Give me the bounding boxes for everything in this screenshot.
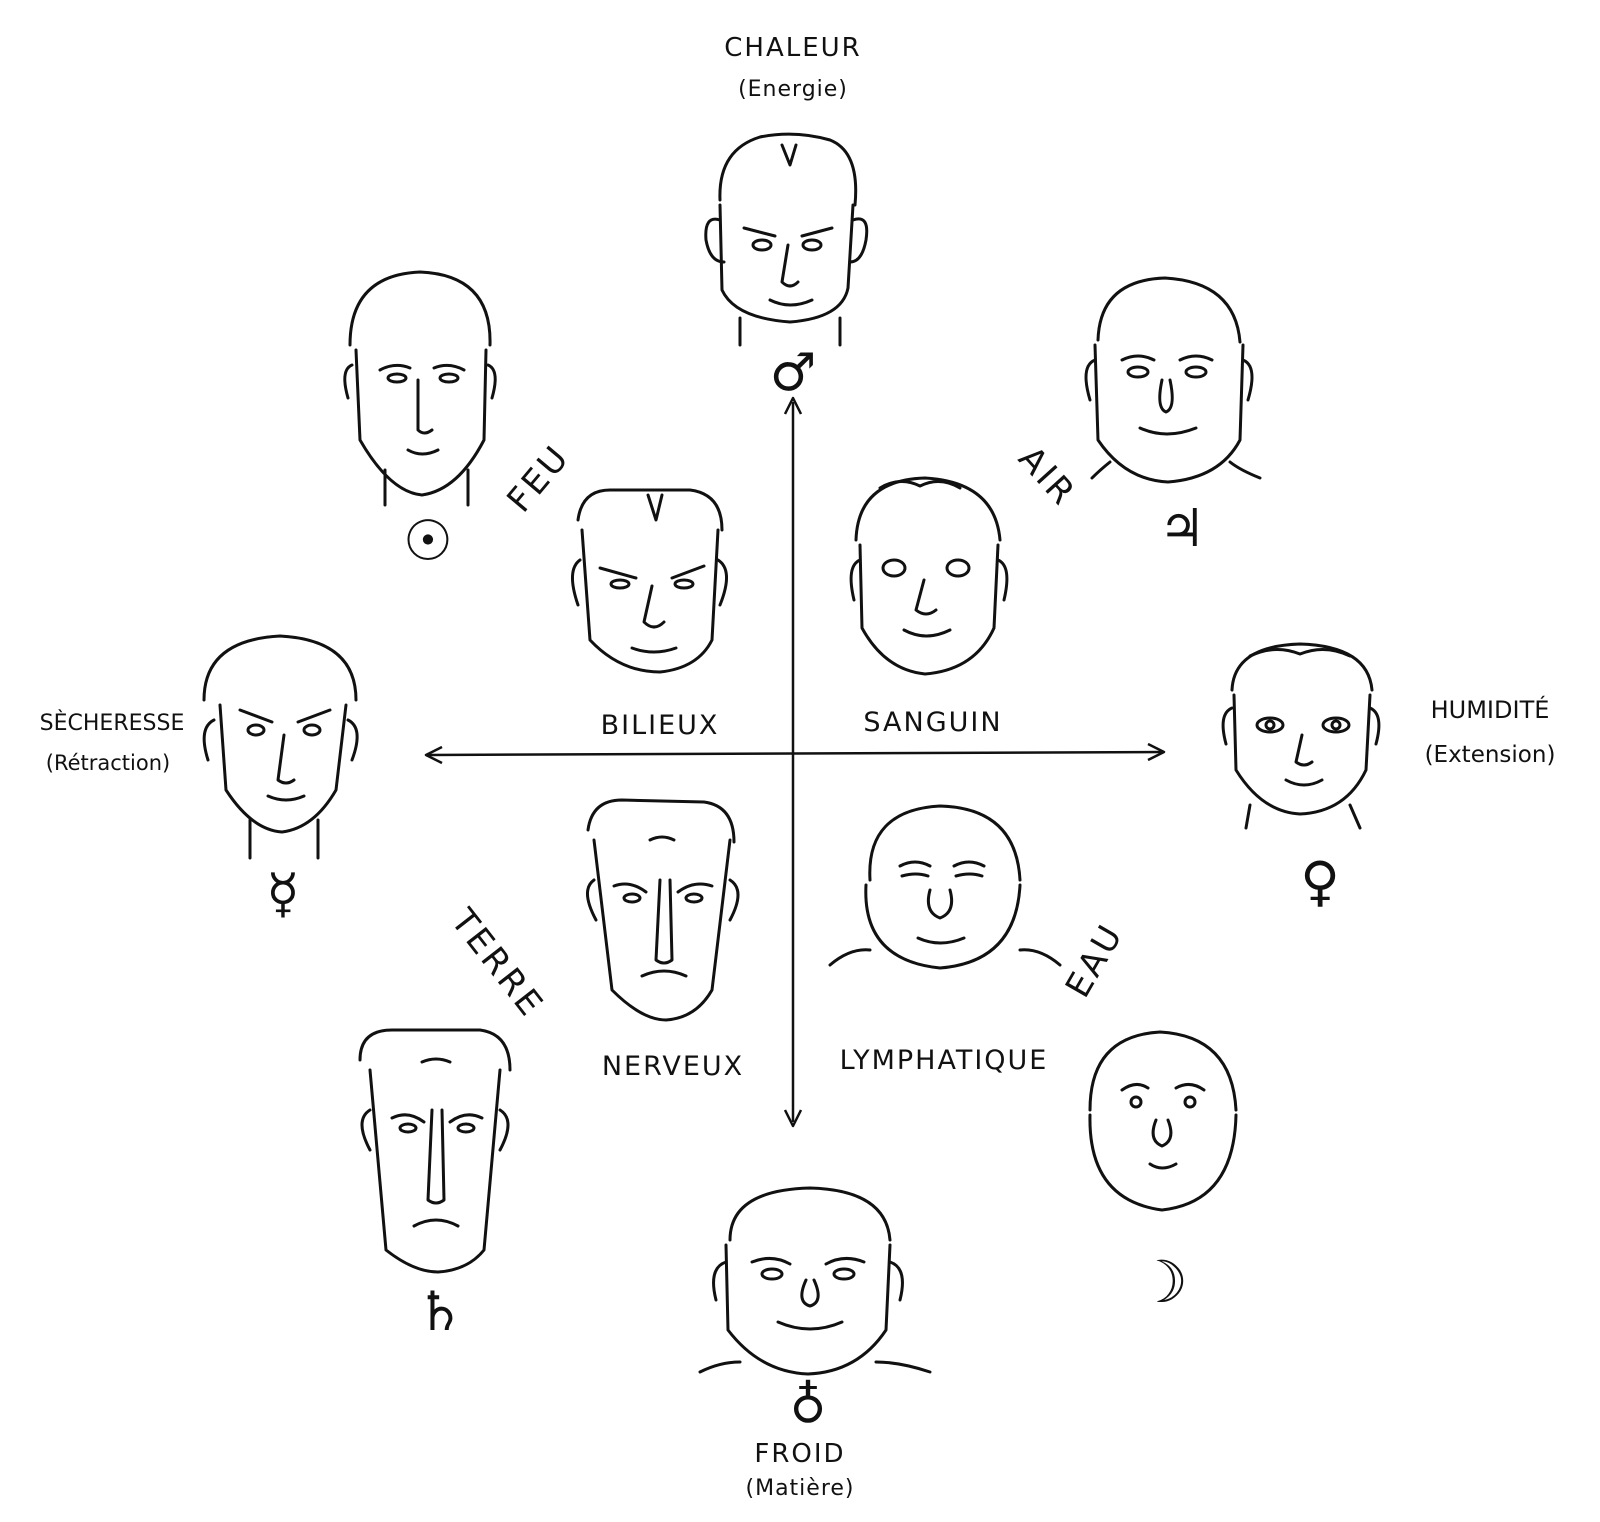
face-feu <box>343 270 497 507</box>
face-air <box>1084 276 1262 484</box>
pole-left-label: SÈCHERESSE <box>40 710 185 736</box>
temperament-sanguin-label: SANGUIN <box>863 707 1002 738</box>
temperament-nerveux-label: NERVEUX <box>602 1051 744 1082</box>
horizontal-axis <box>424 742 1166 765</box>
element-eau-label: EAU <box>1058 916 1132 1004</box>
temperament-bilieux-label: BILIEUX <box>601 710 720 741</box>
saturn-symbol: ♄ <box>416 1280 464 1343</box>
moon-symbol: ☽ <box>1136 1248 1188 1316</box>
face-eau <box>1088 1030 1238 1212</box>
venus-symbol: ♀ <box>1300 850 1340 913</box>
mars-symbol: ♂ <box>770 343 817 403</box>
pole-top-label: CHALEUR <box>724 33 862 63</box>
pole-bottom-label: FROID <box>754 1439 845 1469</box>
element-feu-label: FEU <box>499 437 578 520</box>
pole-right-label: HUMIDITÉ <box>1431 695 1550 724</box>
face-secheresse <box>202 634 359 860</box>
element-terre-label: TERRE <box>442 901 552 1026</box>
face-humidite <box>1221 642 1381 830</box>
face-froid <box>698 1186 932 1376</box>
face-lymphatique <box>828 804 1062 970</box>
mercury-symbol: ☿ <box>266 862 299 925</box>
face-terre <box>358 1028 512 1274</box>
face-chaleur <box>704 132 869 347</box>
face-bilieux <box>571 488 728 674</box>
sun-symbol: ☉ <box>403 509 453 574</box>
vertical-axis <box>783 396 803 1128</box>
face-sanguin <box>849 476 1009 676</box>
earth-symbol: ♁ <box>790 1376 827 1434</box>
pole-left-sublabel: (Rétraction) <box>46 751 170 775</box>
pole-right-sublabel: (Extension) <box>1425 742 1556 768</box>
jupiter-symbol: ♃ <box>1159 499 1206 559</box>
pole-top-sublabel: (Energie) <box>738 77 848 102</box>
temperament-lymphatique-label: LYMPHATIQUE <box>840 1045 1049 1076</box>
face-nerveux <box>586 798 740 1022</box>
element-air-label: AIR <box>1010 439 1084 515</box>
pole-bottom-sublabel: (Matière) <box>746 1476 855 1501</box>
